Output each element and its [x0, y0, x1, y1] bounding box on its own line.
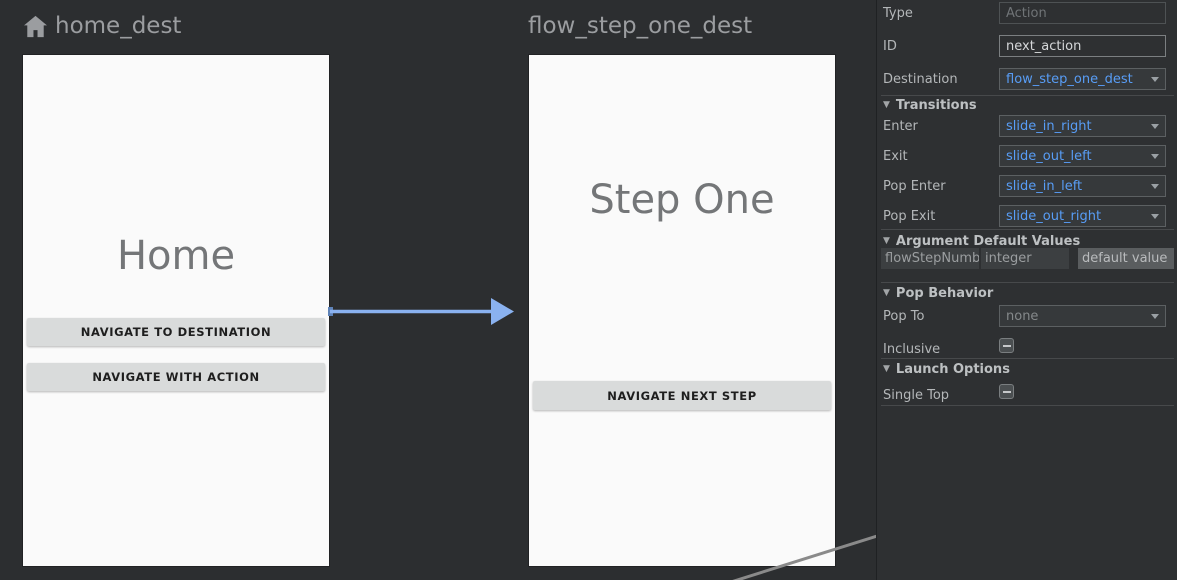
exit-label: Exit — [883, 148, 908, 164]
exit-transition-value: slide_out_left — [1006, 148, 1092, 164]
destination-title-home: home_dest — [55, 13, 182, 39]
collapse-triangle-icon: ▼ — [883, 100, 890, 110]
pop-to-label: Pop To — [883, 308, 925, 324]
transitions-section-header[interactable]: ▼ Transitions — [883, 97, 1172, 113]
section-separator — [881, 95, 1174, 96]
pop-to-value: none — [1006, 308, 1039, 324]
type-input[interactable] — [999, 2, 1166, 24]
action-arrow-home-to-step-one[interactable] — [328, 294, 518, 330]
launch-options-section-header[interactable]: ▼ Launch Options — [883, 361, 1172, 377]
enter-transition-value: slide_in_right — [1006, 118, 1092, 134]
arguments-section-header[interactable]: ▼ Argument Default Values — [883, 233, 1172, 249]
dropdown-arrow-icon — [1151, 153, 1159, 159]
id-label: ID — [883, 38, 897, 54]
collapse-triangle-icon: ▼ — [883, 288, 890, 298]
navigate-to-destination-button-preview: NAVIGATE TO DESTINATION — [27, 318, 325, 346]
indeterminate-dash-icon — [1002, 390, 1011, 393]
pop-exit-label: Pop Exit — [883, 208, 936, 224]
dropdown-arrow-icon — [1151, 123, 1159, 129]
home-icon — [24, 15, 47, 37]
id-input[interactable] — [999, 35, 1166, 57]
destination-combo[interactable]: flow_step_one_dest — [999, 68, 1166, 90]
argument-default-value-cell[interactable]: default value — [1078, 248, 1174, 269]
collapse-triangle-icon: ▼ — [883, 236, 890, 246]
pop-enter-transition-value: slide_in_left — [1006, 178, 1083, 194]
arguments-header-label: Argument Default Values — [895, 233, 1081, 249]
pop-to-combo[interactable]: none — [999, 305, 1166, 327]
attributes-panel: Type ID Destination flow_step_one_dest ▼… — [877, 0, 1177, 580]
pop-exit-transition-value: slide_out_right — [1006, 208, 1102, 224]
type-label: Type — [883, 5, 913, 21]
destination-combo-value: flow_step_one_dest — [1006, 71, 1133, 87]
dropdown-arrow-icon — [1151, 76, 1159, 82]
home-screen-title: Home — [116, 233, 236, 279]
destination-preview-home[interactable]: Home NAVIGATE TO DESTINATION NAVIGATE WI… — [23, 55, 329, 566]
indeterminate-dash-icon — [1002, 344, 1011, 347]
dropdown-arrow-icon — [1151, 183, 1159, 189]
dropdown-arrow-icon — [1151, 313, 1159, 319]
argument-type-cell[interactable]: integer — [981, 248, 1069, 269]
collapse-triangle-icon: ▼ — [883, 364, 890, 374]
transitions-header-label: Transitions — [895, 97, 977, 113]
single-top-checkbox[interactable] — [999, 384, 1014, 399]
pop-exit-transition-combo[interactable]: slide_out_right — [999, 205, 1166, 227]
connection-line-offscreen[interactable] — [715, 530, 877, 580]
destination-header-step-one[interactable]: flow_step_one_dest — [528, 12, 752, 40]
inclusive-label: Inclusive — [883, 341, 941, 357]
pop-behavior-header-label: Pop Behavior — [895, 285, 994, 301]
destination-title-step-one: flow_step_one_dest — [528, 13, 753, 39]
inclusive-checkbox[interactable] — [999, 338, 1014, 353]
enter-label: Enter — [883, 118, 918, 134]
argument-name-cell[interactable]: flowStepNumber — [881, 248, 980, 269]
destination-header-home[interactable]: home_dest — [22, 12, 181, 40]
section-separator — [881, 405, 1174, 406]
section-separator — [881, 229, 1174, 230]
step-one-screen-title: Step One — [589, 177, 775, 223]
section-separator — [881, 282, 1174, 283]
panel-divider[interactable] — [876, 0, 877, 580]
destination-label: Destination — [883, 71, 958, 87]
launch-options-header-label: Launch Options — [895, 361, 1010, 377]
enter-transition-combo[interactable]: slide_in_right — [999, 115, 1166, 137]
dropdown-arrow-icon — [1151, 213, 1159, 219]
exit-transition-combo[interactable]: slide_out_left — [999, 145, 1166, 167]
destination-preview-step-one[interactable]: Step One NAVIGATE NEXT STEP — [529, 55, 835, 566]
single-top-label: Single Top — [883, 387, 950, 403]
section-separator — [881, 358, 1174, 359]
navigate-with-action-button-preview: NAVIGATE WITH ACTION — [27, 363, 325, 391]
pop-enter-label: Pop Enter — [883, 178, 946, 194]
navigate-next-step-button-preview: NAVIGATE NEXT STEP — [533, 381, 831, 410]
pop-enter-transition-combo[interactable]: slide_in_left — [999, 175, 1166, 197]
nav-graph-canvas[interactable]: home_dest flow_step_one_dest Home NAVIGA… — [0, 0, 877, 580]
pop-behavior-section-header[interactable]: ▼ Pop Behavior — [883, 285, 1172, 301]
